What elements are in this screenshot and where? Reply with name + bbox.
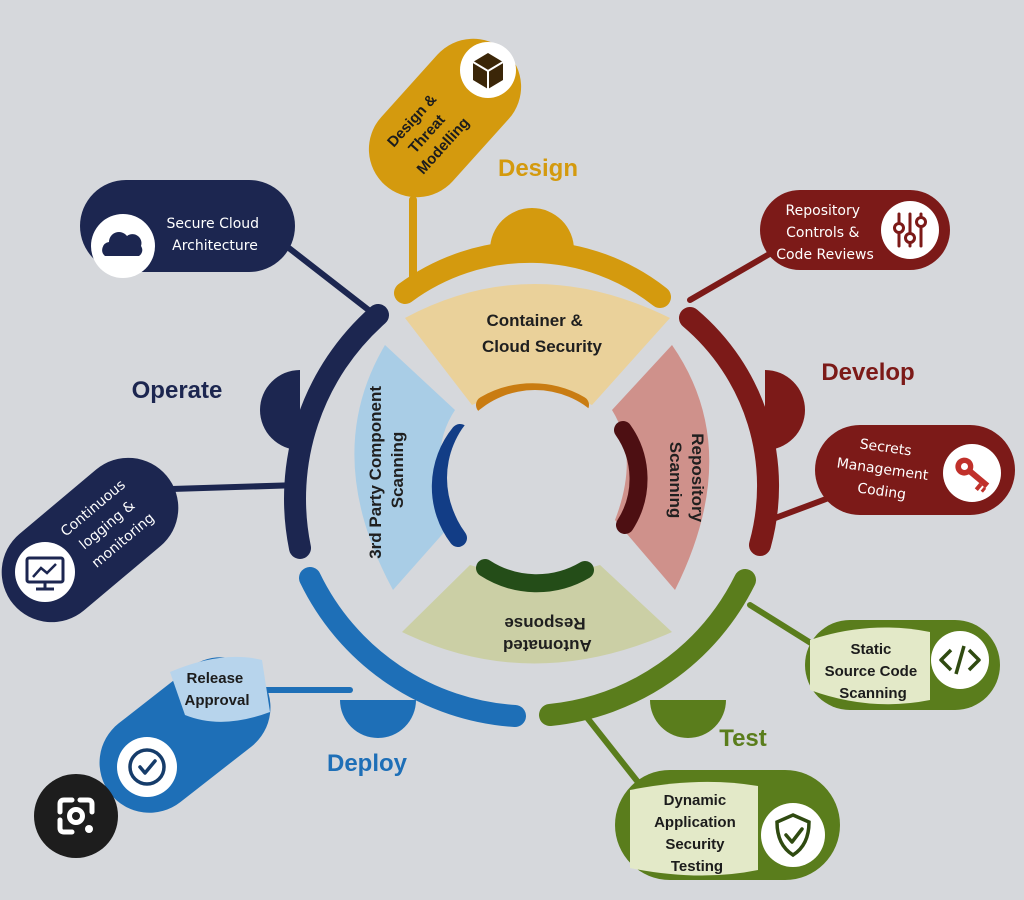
segment-right (612, 345, 710, 590)
bubble-dast-label: Dynamic Application Security Testing (654, 792, 740, 875)
bubble-static-source-line-3: Scanning (839, 685, 907, 702)
bubble-release-line-1: Release (187, 670, 244, 687)
bubble-secrets: Secrets Management Coding (815, 425, 1015, 515)
bubble-static-source-line-1: Static (850, 641, 891, 658)
bubble-dast-line-2: Application (654, 814, 736, 831)
bubble-secure-cloud-line-2: Architecture (172, 238, 258, 254)
bubble-dast-line-3: Security (665, 836, 725, 853)
center-hub (447, 390, 623, 566)
bubble-release-label: Release Approval (184, 670, 249, 709)
bubble-design-threat: Design & Threat Modelling (368, 38, 522, 198)
segment-bottom-line-2: Response (504, 614, 585, 633)
google-lens-icon (57, 797, 95, 835)
cube-icon (460, 42, 516, 98)
segment-left-line-1: 3rd Party Component (366, 386, 385, 559)
arc-test (539, 569, 756, 726)
bubble-release: Release Approval (99, 656, 271, 813)
phase-bumps (260, 208, 805, 738)
phase-operate: Operate (132, 377, 223, 404)
segment-right-line-1: Repository (688, 433, 707, 522)
bubble-secure-cloud-line-1: Secure Cloud (166, 216, 259, 232)
bump-develop (765, 370, 805, 450)
bump-operate (260, 370, 300, 450)
bubble-dast-line-1: Dynamic (664, 792, 727, 809)
phase-design: Design (498, 155, 578, 182)
phase-develop: Develop (821, 359, 914, 386)
segment-left (354, 345, 455, 590)
arc-develop (679, 307, 780, 556)
segment-top (405, 284, 670, 405)
sliders-icon (881, 201, 939, 259)
segment-bottom (402, 565, 672, 664)
bubble-dast-line-4: Testing (671, 858, 723, 875)
segment-top-label: Container & Cloud Security (482, 311, 603, 356)
check-circle-icon (117, 737, 177, 797)
code-icon (931, 631, 989, 689)
bubble-repository-controls-line-3: Code Reviews (776, 247, 874, 263)
bubble-secrets-line-1: Secrets (859, 436, 913, 459)
bump-test (650, 700, 726, 738)
bubble-repository-controls-line-1: Repository (786, 203, 860, 219)
segment-top-line-2: Cloud Security (482, 337, 603, 356)
key-icon (943, 444, 1001, 502)
segment-left-label: 3rd Party Component Scanning (366, 381, 407, 559)
segment-right-label: Repository Scanning (666, 433, 707, 527)
bubble-static-source-line-2: Source Code (825, 663, 918, 680)
bubble-secrets-line-3: Coding (856, 480, 907, 503)
bubble-dast-panel (630, 781, 758, 876)
bubble-release-line-2: Approval (184, 692, 249, 709)
phase-deploy: Deploy (327, 750, 408, 777)
bubble-logging: Continuous logging & monitoring (1, 457, 179, 623)
arc-deploy (299, 567, 526, 727)
bump-deploy (340, 700, 416, 738)
inner-segments (354, 284, 710, 664)
arc-design (394, 240, 671, 308)
bubble-static-source-label: Static Source Code Scanning (825, 641, 922, 702)
segment-bottom-line-1: Automated (503, 636, 592, 655)
connector-stems (137, 196, 853, 813)
cloud-icon (91, 214, 155, 278)
segment-top-line-1: Container & (486, 311, 582, 330)
inner-arc-bottom (476, 559, 594, 593)
segment-right-line-2: Scanning (666, 442, 685, 519)
bubble-repository-controls: Repository Controls & Code Reviews (760, 190, 950, 270)
shield-check-icon (761, 803, 825, 867)
segment-left-line-2: Scanning (388, 432, 407, 509)
inner-arc-left (431, 424, 469, 547)
phase-test: Test (719, 725, 767, 752)
bubble-static-source: Static Source Code Scanning (805, 620, 1000, 710)
bubble-static-source-panel (810, 627, 930, 705)
bubble-secure-cloud-label: Secure Cloud Architecture (166, 216, 263, 254)
bubble-repository-controls-label: Repository Controls & Code Reviews (776, 203, 874, 263)
monitor-chart-icon (15, 542, 75, 602)
bubble-release-panel (170, 656, 270, 722)
bubble-dast: Dynamic Application Security Testing (615, 770, 840, 880)
outer-ring (284, 240, 780, 727)
arc-operate (284, 304, 389, 559)
google-lens-button[interactable] (34, 774, 118, 858)
bubble-secure-cloud: Secure Cloud Architecture (80, 180, 295, 278)
bubble-repository-controls-line-2: Controls & (786, 225, 859, 241)
stem-secure-cloud (282, 242, 378, 318)
inner-arc-right (614, 421, 648, 534)
bump-design (490, 208, 574, 250)
segment-bottom-label: Automated Response (498, 614, 592, 655)
